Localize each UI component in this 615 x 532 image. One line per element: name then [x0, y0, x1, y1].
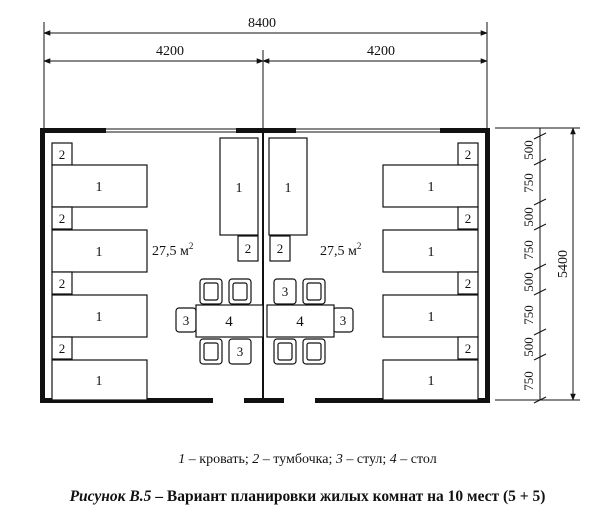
window-lines	[106, 128, 440, 133]
dim-segment: 500	[521, 207, 536, 227]
chair-label: 3	[340, 313, 347, 328]
nightstand-label: 2	[277, 241, 284, 256]
legend-key: 1	[178, 452, 186, 467]
dim-segment: 500	[521, 140, 536, 160]
bed-label: 1	[96, 374, 103, 389]
bed-label: 1	[236, 181, 243, 196]
floor-plan: 8400 4200 4200	[40, 16, 580, 404]
dim-segment: 500	[521, 272, 536, 292]
nightstand-label: 2	[59, 147, 66, 162]
left-room	[51, 137, 264, 401]
figure-caption: Рисунок В.5 – Вариант планировки жилых к…	[0, 488, 615, 506]
nightstand-label: 2	[245, 241, 252, 256]
nightstand-label: 2	[465, 341, 472, 356]
chair-label: 3	[282, 284, 289, 299]
dim-total-height: 5400	[556, 250, 571, 278]
right-room-area: 27,5 м2	[320, 241, 361, 259]
bed-label: 1	[96, 245, 103, 260]
legend-value: – стул;	[342, 452, 390, 467]
bed-label: 1	[428, 245, 435, 260]
bed-label: 1	[96, 180, 103, 195]
bed-label: 1	[96, 310, 103, 325]
legend: 1 – кровать; 2 – тумбочка; 3 – стул; 4 –…	[0, 452, 615, 468]
dim-segment: 750	[521, 240, 536, 260]
legend-value: – тумбочка;	[259, 452, 336, 467]
table-label: 4	[225, 314, 233, 330]
nightstand-label: 2	[465, 211, 472, 226]
right-dimensions	[495, 127, 580, 404]
legend-value: – кровать;	[185, 452, 253, 467]
right-dimension-labels: 500 750 500 750 500 750 500 750 5400	[521, 140, 571, 391]
dim-segment: 750	[521, 305, 536, 325]
dim-total-width: 8400	[248, 16, 276, 31]
bed-label: 1	[285, 181, 292, 196]
bed-label: 1	[428, 374, 435, 389]
nightstand-label: 2	[59, 211, 66, 226]
chair-label: 3	[237, 344, 244, 359]
top-dimensions	[43, 22, 488, 128]
figure-number: Рисунок В.5	[69, 488, 152, 505]
table-label: 4	[296, 314, 304, 330]
chair-label: 3	[183, 313, 190, 328]
legend-key: 2	[252, 452, 260, 467]
legend-value: – стол	[396, 452, 437, 467]
dim-segment: 500	[521, 337, 536, 357]
nightstand-label: 2	[59, 276, 66, 291]
dim-left-width: 4200	[156, 44, 184, 59]
nightstand-label: 2	[465, 147, 472, 162]
left-room-labels: 2 1 2 1 2 1 2 1 1 2 3 3 4	[59, 147, 252, 389]
right-room	[266, 137, 479, 401]
legend-key: 3	[335, 452, 343, 467]
figure-title: – Вариант планировки жилых комнат на 10 …	[151, 488, 546, 505]
dim-segment: 750	[521, 173, 536, 193]
dim-right-width: 4200	[367, 44, 395, 59]
nightstand-label: 2	[59, 341, 66, 356]
right-room-labels: 2 1 2 1 2 1 2 1 1 2 3 3 4	[277, 147, 472, 389]
legend-key: 4	[389, 452, 397, 467]
bed-label: 1	[428, 310, 435, 325]
left-room-area: 27,5 м2	[152, 241, 193, 259]
dim-segment: 750	[521, 371, 536, 391]
nightstand-label: 2	[465, 276, 472, 291]
bed-label: 1	[428, 180, 435, 195]
